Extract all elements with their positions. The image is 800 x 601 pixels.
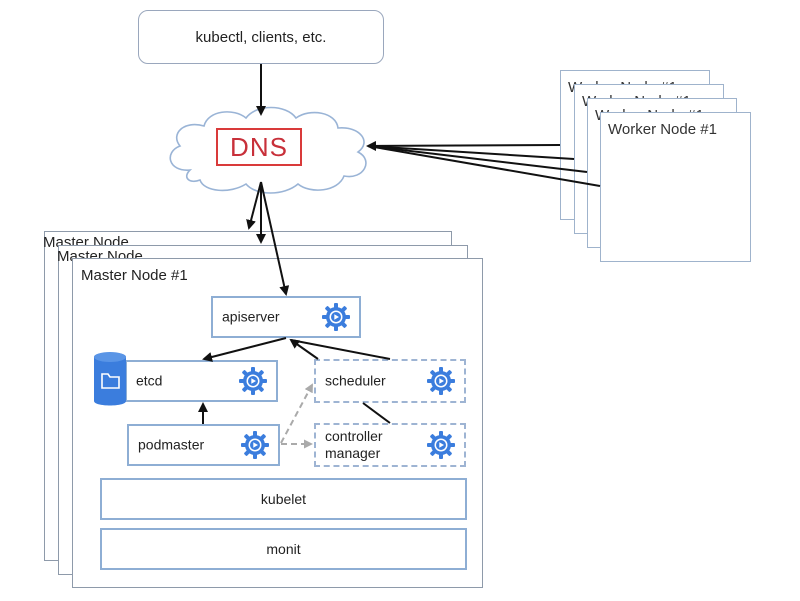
arrow-worker-3-to-dns [367, 145, 575, 160]
gear-play-icon [426, 366, 456, 396]
monit-box: monit [100, 528, 467, 570]
gear-play-icon [240, 430, 270, 460]
worker-node-card-1: Worker Node #1 [600, 112, 751, 262]
gear-play-icon [238, 366, 268, 396]
arrow-worker-4-to-dns [366, 140, 561, 151]
scheduler-box: scheduler [314, 359, 466, 403]
master-node-title: Master Node #1 [81, 267, 188, 284]
controller-manager-line1: controller [325, 428, 383, 444]
monit-label: monit [266, 541, 301, 557]
arrow-worker-2-to-dns [367, 145, 588, 173]
gear-play-icon [426, 430, 456, 460]
clients-box: kubectl, clients, etc. [138, 10, 384, 64]
controller-manager-line2: manager [325, 445, 381, 461]
controller-manager-label: controller manager [325, 428, 383, 462]
apiserver-box: apiserver [211, 296, 361, 338]
scheduler-label: scheduler [325, 372, 386, 389]
gear-play-icon [321, 302, 351, 332]
etcd-label: etcd [136, 372, 163, 389]
kubelet-label: kubelet [260, 491, 307, 507]
apiserver-label: apiserver [222, 308, 280, 325]
controller-manager-box: controller manager [314, 423, 466, 467]
podmaster-label: podmaster [138, 436, 205, 453]
dns-label: DNS [230, 131, 288, 162]
podmaster-box: podmaster [127, 424, 280, 466]
worker-node-title: Worker Node #1 [608, 121, 717, 138]
etcd-box: etcd [125, 360, 278, 402]
clients-label: kubectl, clients, etc. [195, 28, 327, 46]
dns-box: DNS [216, 128, 302, 166]
kubelet-box: kubelet [100, 478, 467, 520]
database-folder-icon [94, 352, 126, 406]
